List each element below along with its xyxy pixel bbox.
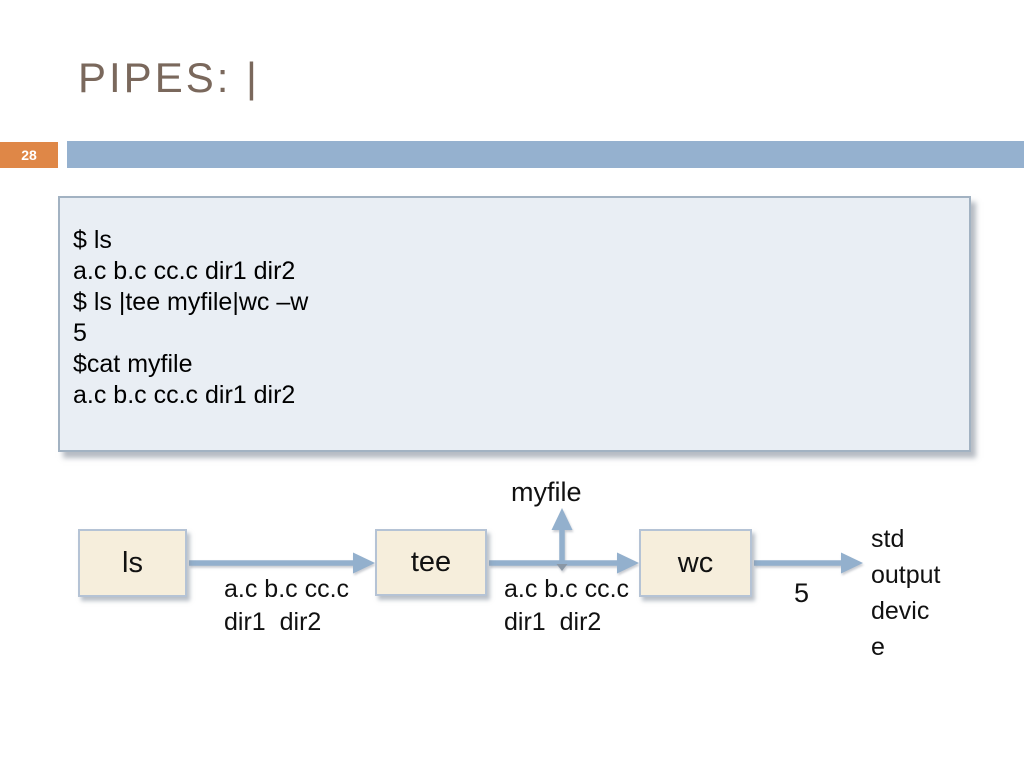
page-number-badge: 28 [0,142,58,168]
std-output-device-line: e [871,633,885,661]
edge-label-line: a.c b.c cc.c [224,575,350,603]
edge-label-ls-to-tee: a.c b.c cc.c dir1 dir2 [224,573,349,639]
node-wc-label: wc [677,546,714,579]
page-number: 28 [21,147,37,163]
node-ls: ls [78,529,187,597]
header-bar [67,141,1024,168]
node-wc: wc [639,529,752,597]
branch-junction-icon [556,564,568,571]
slide-title: PIPES: | [78,54,260,101]
terminal-line: 5 [73,319,87,347]
wc-output-count-label: 5 [794,578,810,608]
myfile-label: myfile [511,477,582,507]
node-ls-label: ls [122,546,143,579]
edge-label-line: dir1 dir2 [504,608,602,636]
arrow-tee-to-myfile-head-icon [551,508,573,530]
std-output-device-line: devic [871,597,930,625]
arrow-tee-to-wc-head-icon [617,552,639,574]
arrow-wc-to-output-head-icon [841,552,863,574]
terminal-line: $ ls [73,226,112,254]
std-output-device-label: std output devic e [871,521,941,665]
edge-label-tee-to-wc: a.c b.c cc.c dir1 dir2 [504,573,629,639]
std-output-device-line: output [871,561,941,589]
terminal-output-box: $ ls a.c b.c cc.c dir1 dir2 $ ls |tee my… [58,196,971,452]
terminal-line: $cat myfile [73,350,193,378]
pipeline-diagram: ls tee wc myfile a.c b.c cc.c dir1 dir2 … [0,460,1024,700]
arrow-ls-to-tee-head-icon [353,552,375,574]
node-tee-label: tee [410,546,452,578]
terminal-line: $ ls |tee myfile|wc –w [73,288,309,316]
pipeline-arrows [189,508,863,574]
edge-label-line: a.c b.c cc.c [504,575,630,603]
edge-label-line: dir1 dir2 [224,608,322,636]
terminal-line: a.c b.c cc.c dir1 dir2 [73,381,296,409]
terminal-line: a.c b.c cc.c dir1 dir2 [73,257,296,285]
std-output-device-line: std [871,525,905,553]
node-tee: tee [375,529,487,596]
